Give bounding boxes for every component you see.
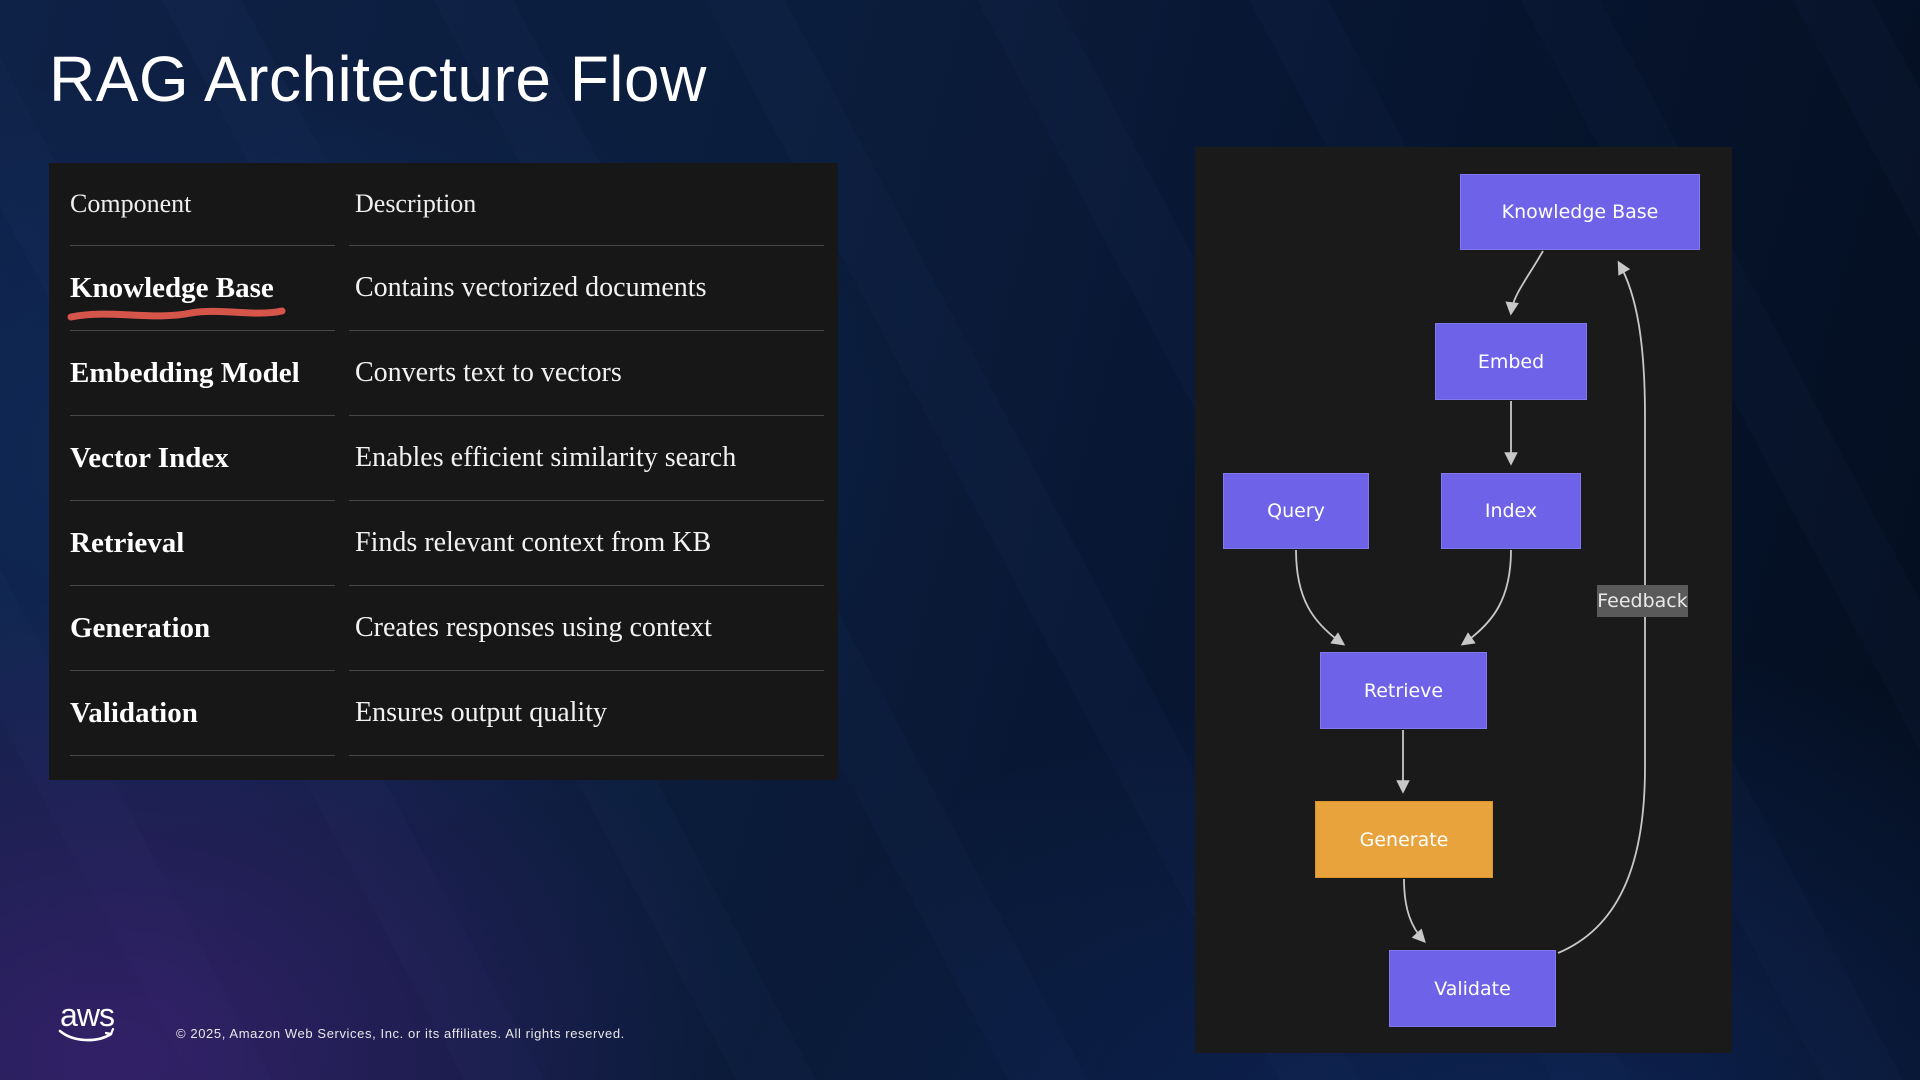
component-cell: Validation [70,671,335,756]
rag-flow-diagram: Knowledge Base Embed Query Index Retriev… [1195,147,1732,1053]
node-label: Index [1484,500,1538,522]
node-label: Query [1267,500,1325,522]
red-marker-underline-annotation [67,307,286,321]
node-label: Retrieve [1363,679,1444,702]
table-row: Generation Creates responses using conte… [70,586,824,671]
table-header-row: Component Description [70,163,824,246]
table-row: Vector Index Enables efficient similarit… [70,416,824,501]
node-label: Knowledge Base [1501,201,1659,223]
component-table: Component Description Knowledge Base Con… [49,163,838,780]
node-query: Query [1223,473,1369,549]
component-label: Knowledge Base [70,271,274,304]
node-index: Index [1441,473,1581,549]
description-cell: Ensures output quality [349,671,824,756]
column-header-description: Description [349,163,824,246]
component-cell: Embedding Model [70,331,335,416]
aws-smile-icon [58,1028,115,1042]
node-generate: Generate [1315,801,1493,878]
component-cell: Vector Index [70,416,335,501]
node-embed: Embed [1435,323,1587,400]
component-cell: Retrieval [70,501,335,586]
description-cell: Converts text to vectors [349,331,824,416]
description-cell: Enables efficient similarity search [349,416,824,501]
feedback-edge-label: Feedback [1597,585,1688,617]
copyright-text: © 2025, Amazon Web Services, Inc. or its… [176,1026,625,1041]
node-retrieve: Retrieve [1320,652,1487,729]
node-validate: Validate [1389,950,1556,1027]
aws-logo: aws [57,997,117,1046]
description-cell: Contains vectorized documents [349,246,824,331]
node-label: Embed [1477,350,1545,373]
table-row: Retrieval Finds relevant context from KB [70,501,824,586]
table-row: Validation Ensures output quality [70,671,824,756]
node-label: Generate [1359,828,1449,851]
column-header-component: Component [70,163,335,246]
table-row: Knowledge Base Contains vectorized docum… [67,246,824,331]
description-cell: Finds relevant context from KB [349,501,824,586]
node-label: Validate [1434,977,1511,1000]
page-title: RAG Architecture Flow [49,43,707,115]
node-knowledge-base: Knowledge Base [1460,174,1700,250]
component-cell: Knowledge Base [67,246,335,331]
table-row: Embedding Model Converts text to vectors [70,331,824,416]
aws-logo-text: aws [60,997,115,1033]
component-cell: Generation [70,586,335,671]
description-cell: Creates responses using context [349,586,824,671]
